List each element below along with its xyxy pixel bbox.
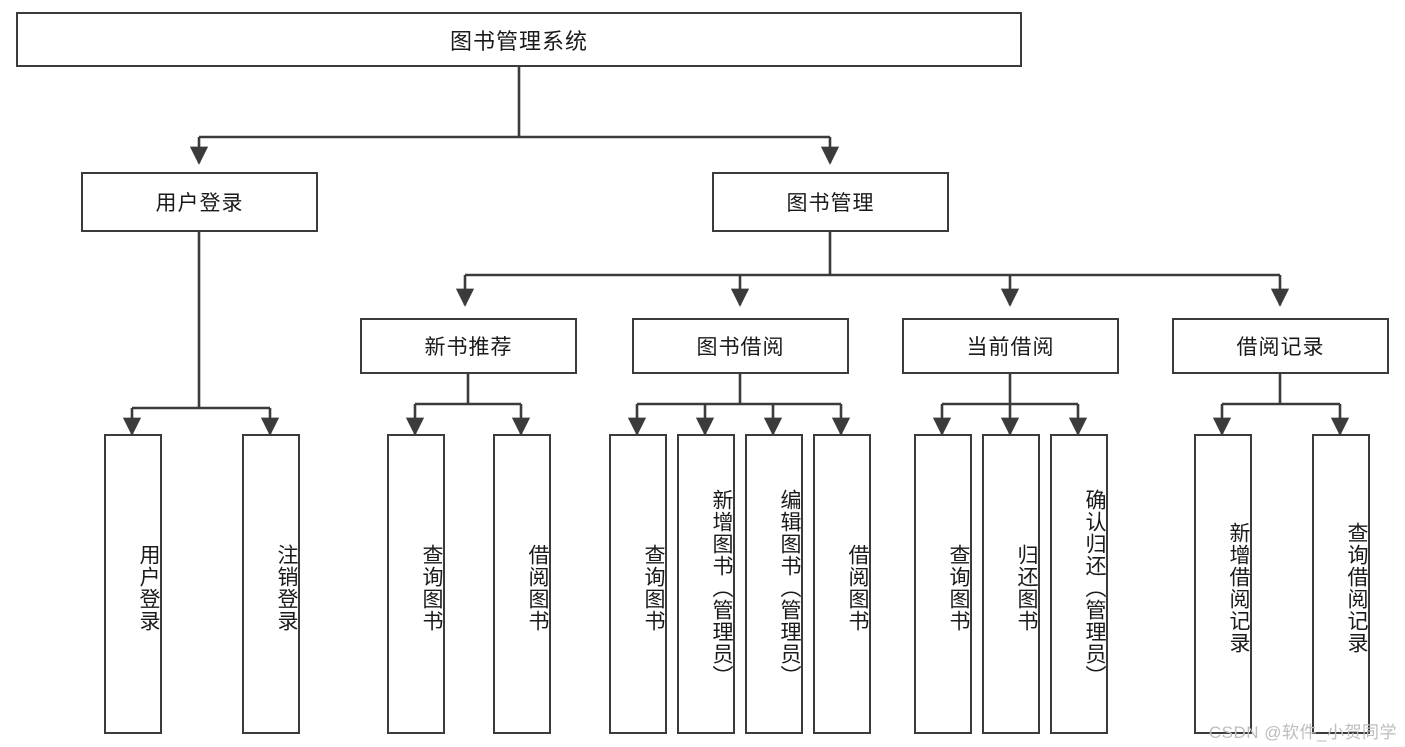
watermark-text: CSDN @软件_小贺同学 [1208, 723, 1397, 742]
leaf-label: 新增图书（管理员） [710, 489, 733, 687]
leaf-label: 用户登录 [137, 544, 160, 632]
leaf-query-book-current[interactable]: 查询图书 [914, 434, 972, 734]
leaf-query-borrow-record[interactable]: 查询借阅记录 [1312, 434, 1370, 734]
leaf-label: 新增借阅记录 [1227, 522, 1250, 654]
leaf-add-book-admin[interactable]: 新增图书（管理员） [677, 434, 735, 734]
node-new-book-recommend[interactable]: 新书推荐 [360, 318, 577, 374]
leaf-borrow-book-new[interactable]: 借阅图书 [493, 434, 551, 734]
node-current-borrow[interactable]: 当前借阅 [902, 318, 1119, 374]
leaf-logout[interactable]: 注销登录 [242, 434, 300, 734]
node-user-login[interactable]: 用户登录 [81, 172, 318, 232]
leaf-borrow-book[interactable]: 借阅图书 [813, 434, 871, 734]
leaf-label: 查询图书 [642, 544, 665, 632]
leaf-edit-book-admin[interactable]: 编辑图书（管理员） [745, 434, 803, 734]
leaf-label: 查询图书 [947, 544, 970, 632]
leaf-label: 借阅图书 [846, 544, 869, 632]
leaf-label: 归还图书 [1015, 544, 1038, 632]
leaf-user-login[interactable]: 用户登录 [104, 434, 162, 734]
leaf-label: 确认归还（管理员） [1083, 489, 1106, 687]
node-book-borrow[interactable]: 图书借阅 [632, 318, 849, 374]
leaf-return-book[interactable]: 归还图书 [982, 434, 1040, 734]
leaf-query-book-new[interactable]: 查询图书 [387, 434, 445, 734]
leaf-confirm-return-admin[interactable]: 确认归还（管理员） [1050, 434, 1108, 734]
leaf-query-book-borrow[interactable]: 查询图书 [609, 434, 667, 734]
leaf-add-borrow-record[interactable]: 新增借阅记录 [1194, 434, 1252, 734]
leaf-label: 借阅图书 [526, 544, 549, 632]
leaf-label: 查询图书 [420, 544, 443, 632]
node-borrow-record[interactable]: 借阅记录 [1172, 318, 1389, 374]
node-root-system[interactable]: 图书管理系统 [16, 12, 1022, 67]
leaf-label: 编辑图书（管理员） [778, 489, 801, 687]
leaf-label: 查询借阅记录 [1345, 522, 1368, 654]
leaf-label: 注销登录 [275, 544, 298, 632]
node-book-management[interactable]: 图书管理 [712, 172, 949, 232]
